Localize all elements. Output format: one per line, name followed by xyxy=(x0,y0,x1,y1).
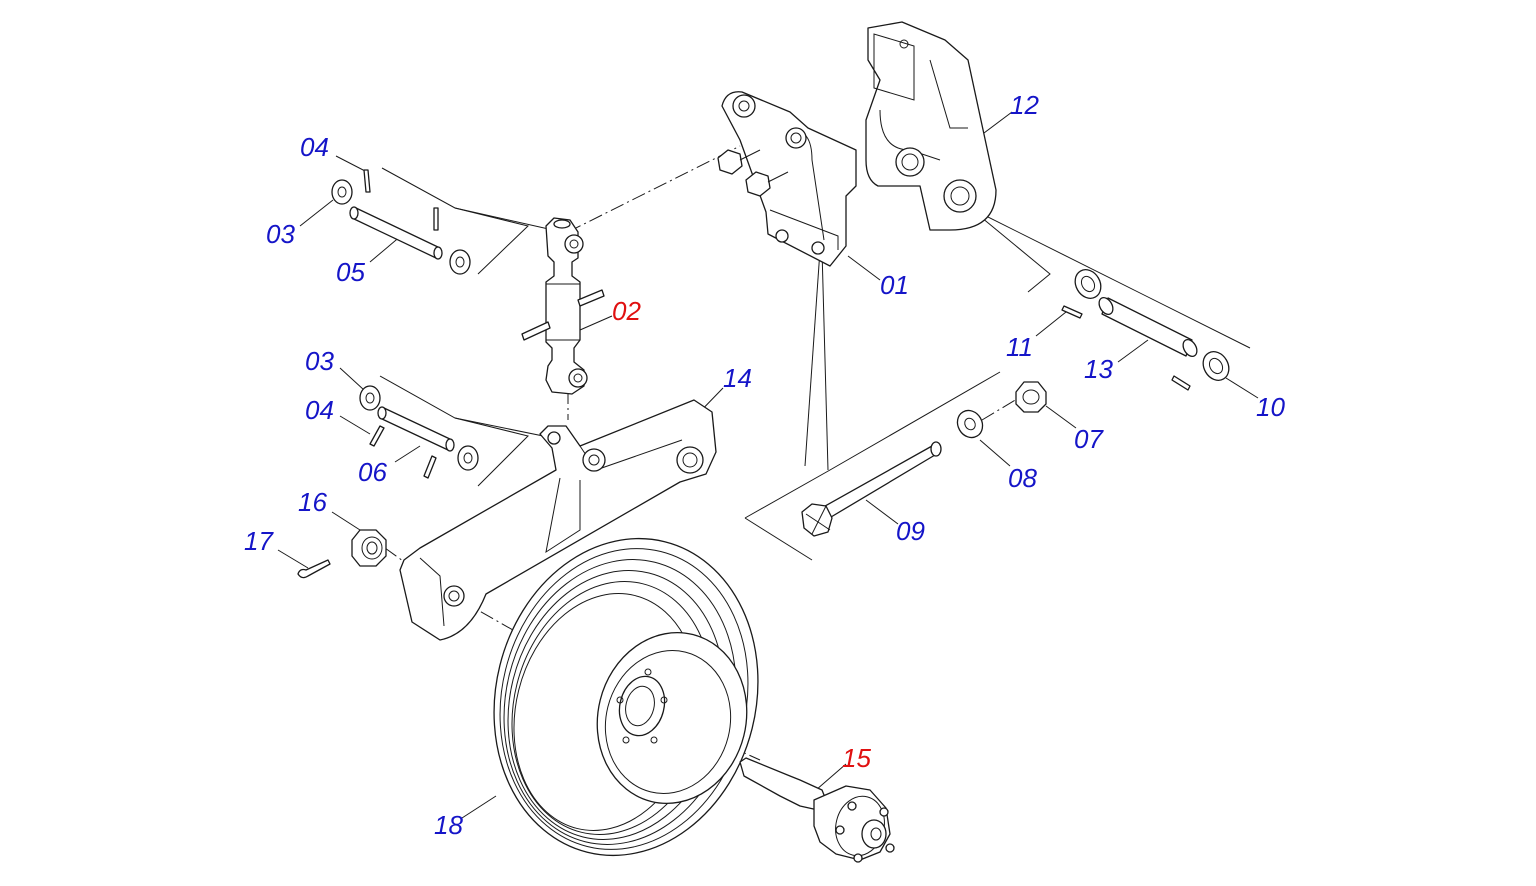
leader-16 xyxy=(331,511,361,531)
label-18: 18 xyxy=(434,810,463,840)
label-03-lower: 03 xyxy=(305,346,334,376)
washer-part-03-upper xyxy=(331,179,471,275)
part-labels: 04 03 05 02 03 04 06 14 16 17 18 15 01 1… xyxy=(244,90,1285,840)
leader-12 xyxy=(979,111,1013,137)
leader-07 xyxy=(1045,405,1077,429)
leader-18 xyxy=(461,795,497,819)
label-04-upper: 04 xyxy=(300,132,329,162)
washer-part-08 xyxy=(956,409,984,439)
leader-02 xyxy=(579,315,613,331)
leader-lines xyxy=(277,111,1259,819)
leader-03b xyxy=(339,367,365,391)
label-10: 10 xyxy=(1256,392,1285,422)
arm-part-14 xyxy=(399,399,717,641)
washer-part-03-lower xyxy=(359,385,479,471)
leader-03a xyxy=(299,199,334,227)
label-06: 06 xyxy=(358,457,387,487)
leader-08 xyxy=(979,439,1011,467)
label-03-upper: 03 xyxy=(266,219,295,249)
pin-part-05 xyxy=(349,206,443,260)
leader-10 xyxy=(1225,377,1259,399)
label-11: 11 xyxy=(1006,332,1033,362)
leader-13 xyxy=(1117,339,1149,363)
bracket-part-12 xyxy=(865,21,997,231)
leader-06 xyxy=(394,445,421,463)
split-pin-part-04-lower xyxy=(369,425,437,479)
split-pin-part-11 xyxy=(1061,305,1191,391)
label-08: 08 xyxy=(1008,463,1037,493)
label-02: 02 xyxy=(612,296,641,326)
pin-part-13 xyxy=(1098,296,1198,358)
wheel-part-18 xyxy=(493,537,759,857)
label-01: 01 xyxy=(880,270,909,300)
axle-part-15 xyxy=(739,757,895,863)
leader-01 xyxy=(847,255,881,281)
castle-nut-part-16 xyxy=(351,529,387,567)
pin-part-06 xyxy=(377,406,455,452)
label-15: 15 xyxy=(842,743,871,773)
leader-15 xyxy=(815,763,847,791)
nut-part-07 xyxy=(1015,381,1047,413)
leader-04a xyxy=(335,155,368,173)
label-13: 13 xyxy=(1084,354,1113,384)
label-16: 16 xyxy=(298,487,327,517)
leader-09 xyxy=(865,499,899,525)
cotter-pin-part-17 xyxy=(297,559,331,579)
bolt-part-09 xyxy=(801,441,942,537)
label-12: 12 xyxy=(1010,90,1039,120)
label-14: 14 xyxy=(723,363,752,393)
label-17: 17 xyxy=(244,526,274,556)
bracket-part-01 xyxy=(717,91,857,267)
split-pin-part-04-upper xyxy=(363,169,439,231)
leader-04b xyxy=(339,415,371,435)
cylinder-part-02 xyxy=(521,217,605,395)
label-05: 05 xyxy=(336,257,365,287)
leader-17 xyxy=(277,549,309,569)
washer-part-10 xyxy=(1202,351,1230,381)
label-04-lower: 04 xyxy=(305,395,334,425)
label-09: 09 xyxy=(896,516,925,546)
leader-11 xyxy=(1035,311,1067,337)
label-07: 07 xyxy=(1074,424,1104,454)
washer-right-top xyxy=(1074,269,1102,299)
